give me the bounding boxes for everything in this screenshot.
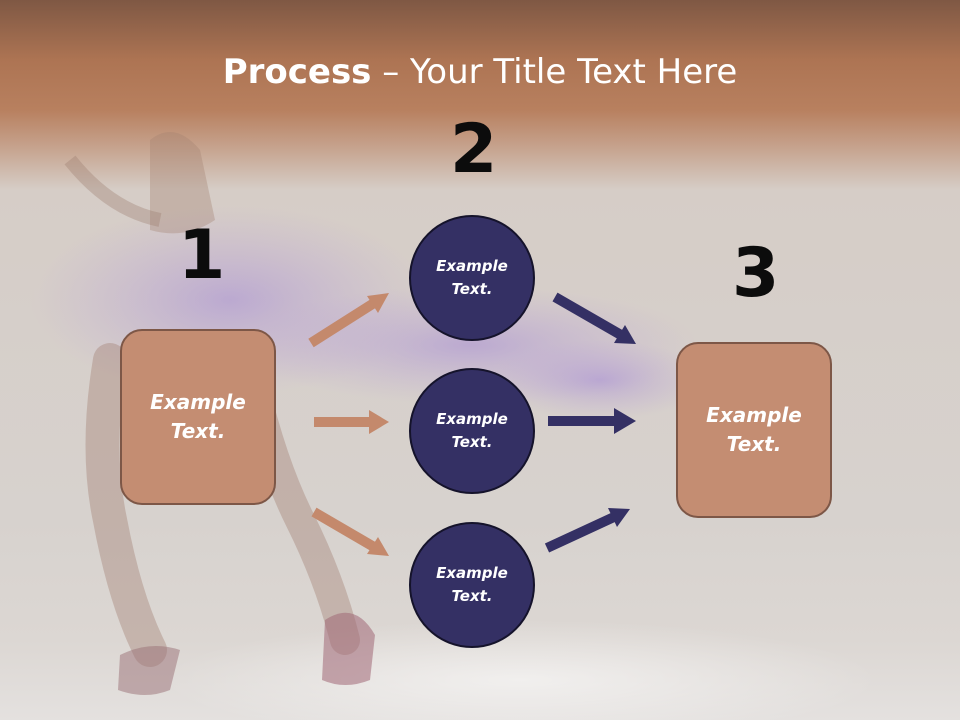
circle-bottom-text-line2: Text. xyxy=(451,587,493,605)
circle-top-text-line1: Example xyxy=(436,257,508,275)
arrow-right-down xyxy=(552,292,636,344)
step-number-2: 2 xyxy=(450,110,498,189)
circle-top-text: Example Text. xyxy=(436,255,508,301)
circle-bottom-text-line1: Example xyxy=(436,564,508,582)
title-bold: Process xyxy=(222,52,372,92)
circle-middle-text-line1: Example xyxy=(436,410,508,428)
step-2-circle-top[interactable]: Example Text. xyxy=(409,215,535,341)
circle-middle-text: Example Text. xyxy=(436,408,508,454)
arrow-left-middle xyxy=(314,410,389,434)
step-1-text: Example Text. xyxy=(150,388,246,446)
arrow-right-middle xyxy=(548,408,636,434)
arrow-left-down xyxy=(311,507,389,556)
step-3-text-line2: Text. xyxy=(726,432,782,456)
title-rest: – Your Title Text Here xyxy=(371,52,738,92)
step-number-1: 1 xyxy=(178,216,226,295)
step-1-box[interactable]: Example Text. xyxy=(120,329,276,505)
circle-bottom-text: Example Text. xyxy=(436,562,508,608)
step-3-box[interactable]: Example Text. xyxy=(676,342,832,518)
step-2-circle-middle[interactable]: Example Text. xyxy=(409,368,535,494)
step-1-text-line2: Text. xyxy=(170,419,226,443)
circle-middle-text-line2: Text. xyxy=(451,433,493,451)
step-number-3: 3 xyxy=(732,234,780,313)
step-3-text-line1: Example xyxy=(706,403,802,427)
circle-top-text-line2: Text. xyxy=(451,280,493,298)
arrow-left-up xyxy=(308,293,389,348)
slide-title: Process – Your Title Text Here xyxy=(0,52,960,92)
step-3-text: Example Text. xyxy=(706,401,802,459)
step-1-text-line1: Example xyxy=(150,390,246,414)
step-2-circle-bottom[interactable]: Example Text. xyxy=(409,522,535,648)
arrow-right-up xyxy=(544,508,630,553)
